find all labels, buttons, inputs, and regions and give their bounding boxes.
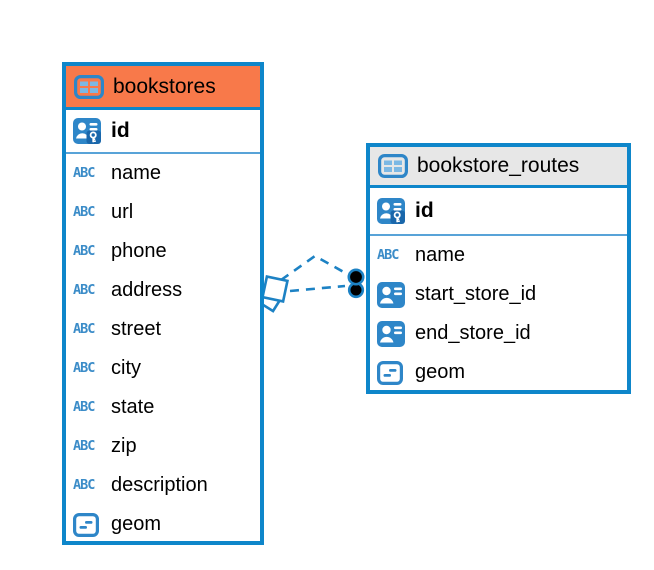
column-row-address[interactable]: ABC address bbox=[66, 271, 260, 310]
text-type-icon: ABC bbox=[73, 281, 95, 298]
table-icon bbox=[74, 74, 104, 99]
text-type-icon: ABC bbox=[73, 242, 95, 259]
column-row-id[interactable]: id bbox=[370, 188, 627, 236]
column-name: zip bbox=[111, 435, 137, 457]
table-bookstores[interactable]: bookstores id ABC name A bbox=[62, 62, 264, 545]
column-name: street bbox=[111, 318, 162, 340]
column-row-end-store-id[interactable]: end_store_id bbox=[370, 314, 627, 353]
column-row-url[interactable]: ABC url bbox=[66, 193, 260, 232]
table-title: bookstore_routes bbox=[417, 154, 580, 177]
column-row-geom[interactable]: geom bbox=[66, 505, 260, 544]
text-type-icon: ABC bbox=[73, 203, 95, 220]
table-title: bookstores bbox=[113, 74, 216, 98]
column-name: description bbox=[111, 474, 208, 496]
column-row-city[interactable]: ABC city bbox=[66, 349, 260, 388]
foreign-key-icon bbox=[377, 281, 407, 308]
text-type-icon: ABC bbox=[73, 476, 95, 493]
table-header-bookstores[interactable]: bookstores bbox=[66, 66, 260, 110]
geometry-type-icon bbox=[73, 512, 103, 537]
primary-key-icon bbox=[73, 118, 103, 144]
column-row-name[interactable]: ABC name bbox=[66, 154, 260, 193]
column-row-description[interactable]: ABC description bbox=[66, 466, 260, 505]
text-type-icon: ABC bbox=[73, 164, 95, 181]
geometry-type-icon bbox=[377, 360, 407, 385]
column-name: address bbox=[111, 279, 183, 301]
primary-key-icon bbox=[377, 198, 407, 224]
column-name: end_store_id bbox=[415, 322, 531, 344]
one-side-marker-icon bbox=[347, 268, 365, 299]
relationship-line-upper[interactable] bbox=[280, 254, 350, 282]
column-row-name[interactable]: ABC name bbox=[370, 236, 627, 275]
column-row-geom[interactable]: geom bbox=[370, 353, 627, 392]
column-name: geom bbox=[415, 361, 466, 383]
text-type-icon: ABC bbox=[73, 359, 95, 376]
column-name: start_store_id bbox=[415, 283, 537, 305]
foreign-key-icon bbox=[377, 320, 407, 347]
column-name: city bbox=[111, 357, 141, 379]
column-row-state[interactable]: ABC state bbox=[66, 388, 260, 427]
column-row-phone[interactable]: ABC phone bbox=[66, 232, 260, 271]
column-name: geom bbox=[111, 513, 162, 535]
table-icon bbox=[378, 154, 408, 178]
column-row-street[interactable]: ABC street bbox=[66, 310, 260, 349]
text-type-icon: ABC bbox=[73, 320, 95, 337]
column-name: phone bbox=[111, 240, 167, 262]
column-row-id[interactable]: id bbox=[66, 110, 260, 154]
table-header-bookstore-routes[interactable]: bookstore_routes bbox=[370, 147, 627, 188]
text-type-icon: ABC bbox=[73, 437, 95, 454]
text-type-icon: ABC bbox=[73, 398, 95, 415]
column-name: id bbox=[415, 199, 434, 222]
column-name: url bbox=[111, 201, 134, 223]
column-name: state bbox=[111, 396, 155, 418]
column-row-zip[interactable]: ABC zip bbox=[66, 427, 260, 466]
column-name: id bbox=[111, 119, 130, 142]
table-bookstore-routes[interactable]: bookstore_routes id ABC name bbox=[366, 143, 631, 394]
relationship-line-lower[interactable] bbox=[289, 284, 346, 293]
column-name: name bbox=[415, 244, 466, 266]
column-row-start-store-id[interactable]: start_store_id bbox=[370, 275, 627, 314]
text-type-icon: ABC bbox=[377, 246, 399, 263]
column-name: name bbox=[111, 162, 162, 184]
